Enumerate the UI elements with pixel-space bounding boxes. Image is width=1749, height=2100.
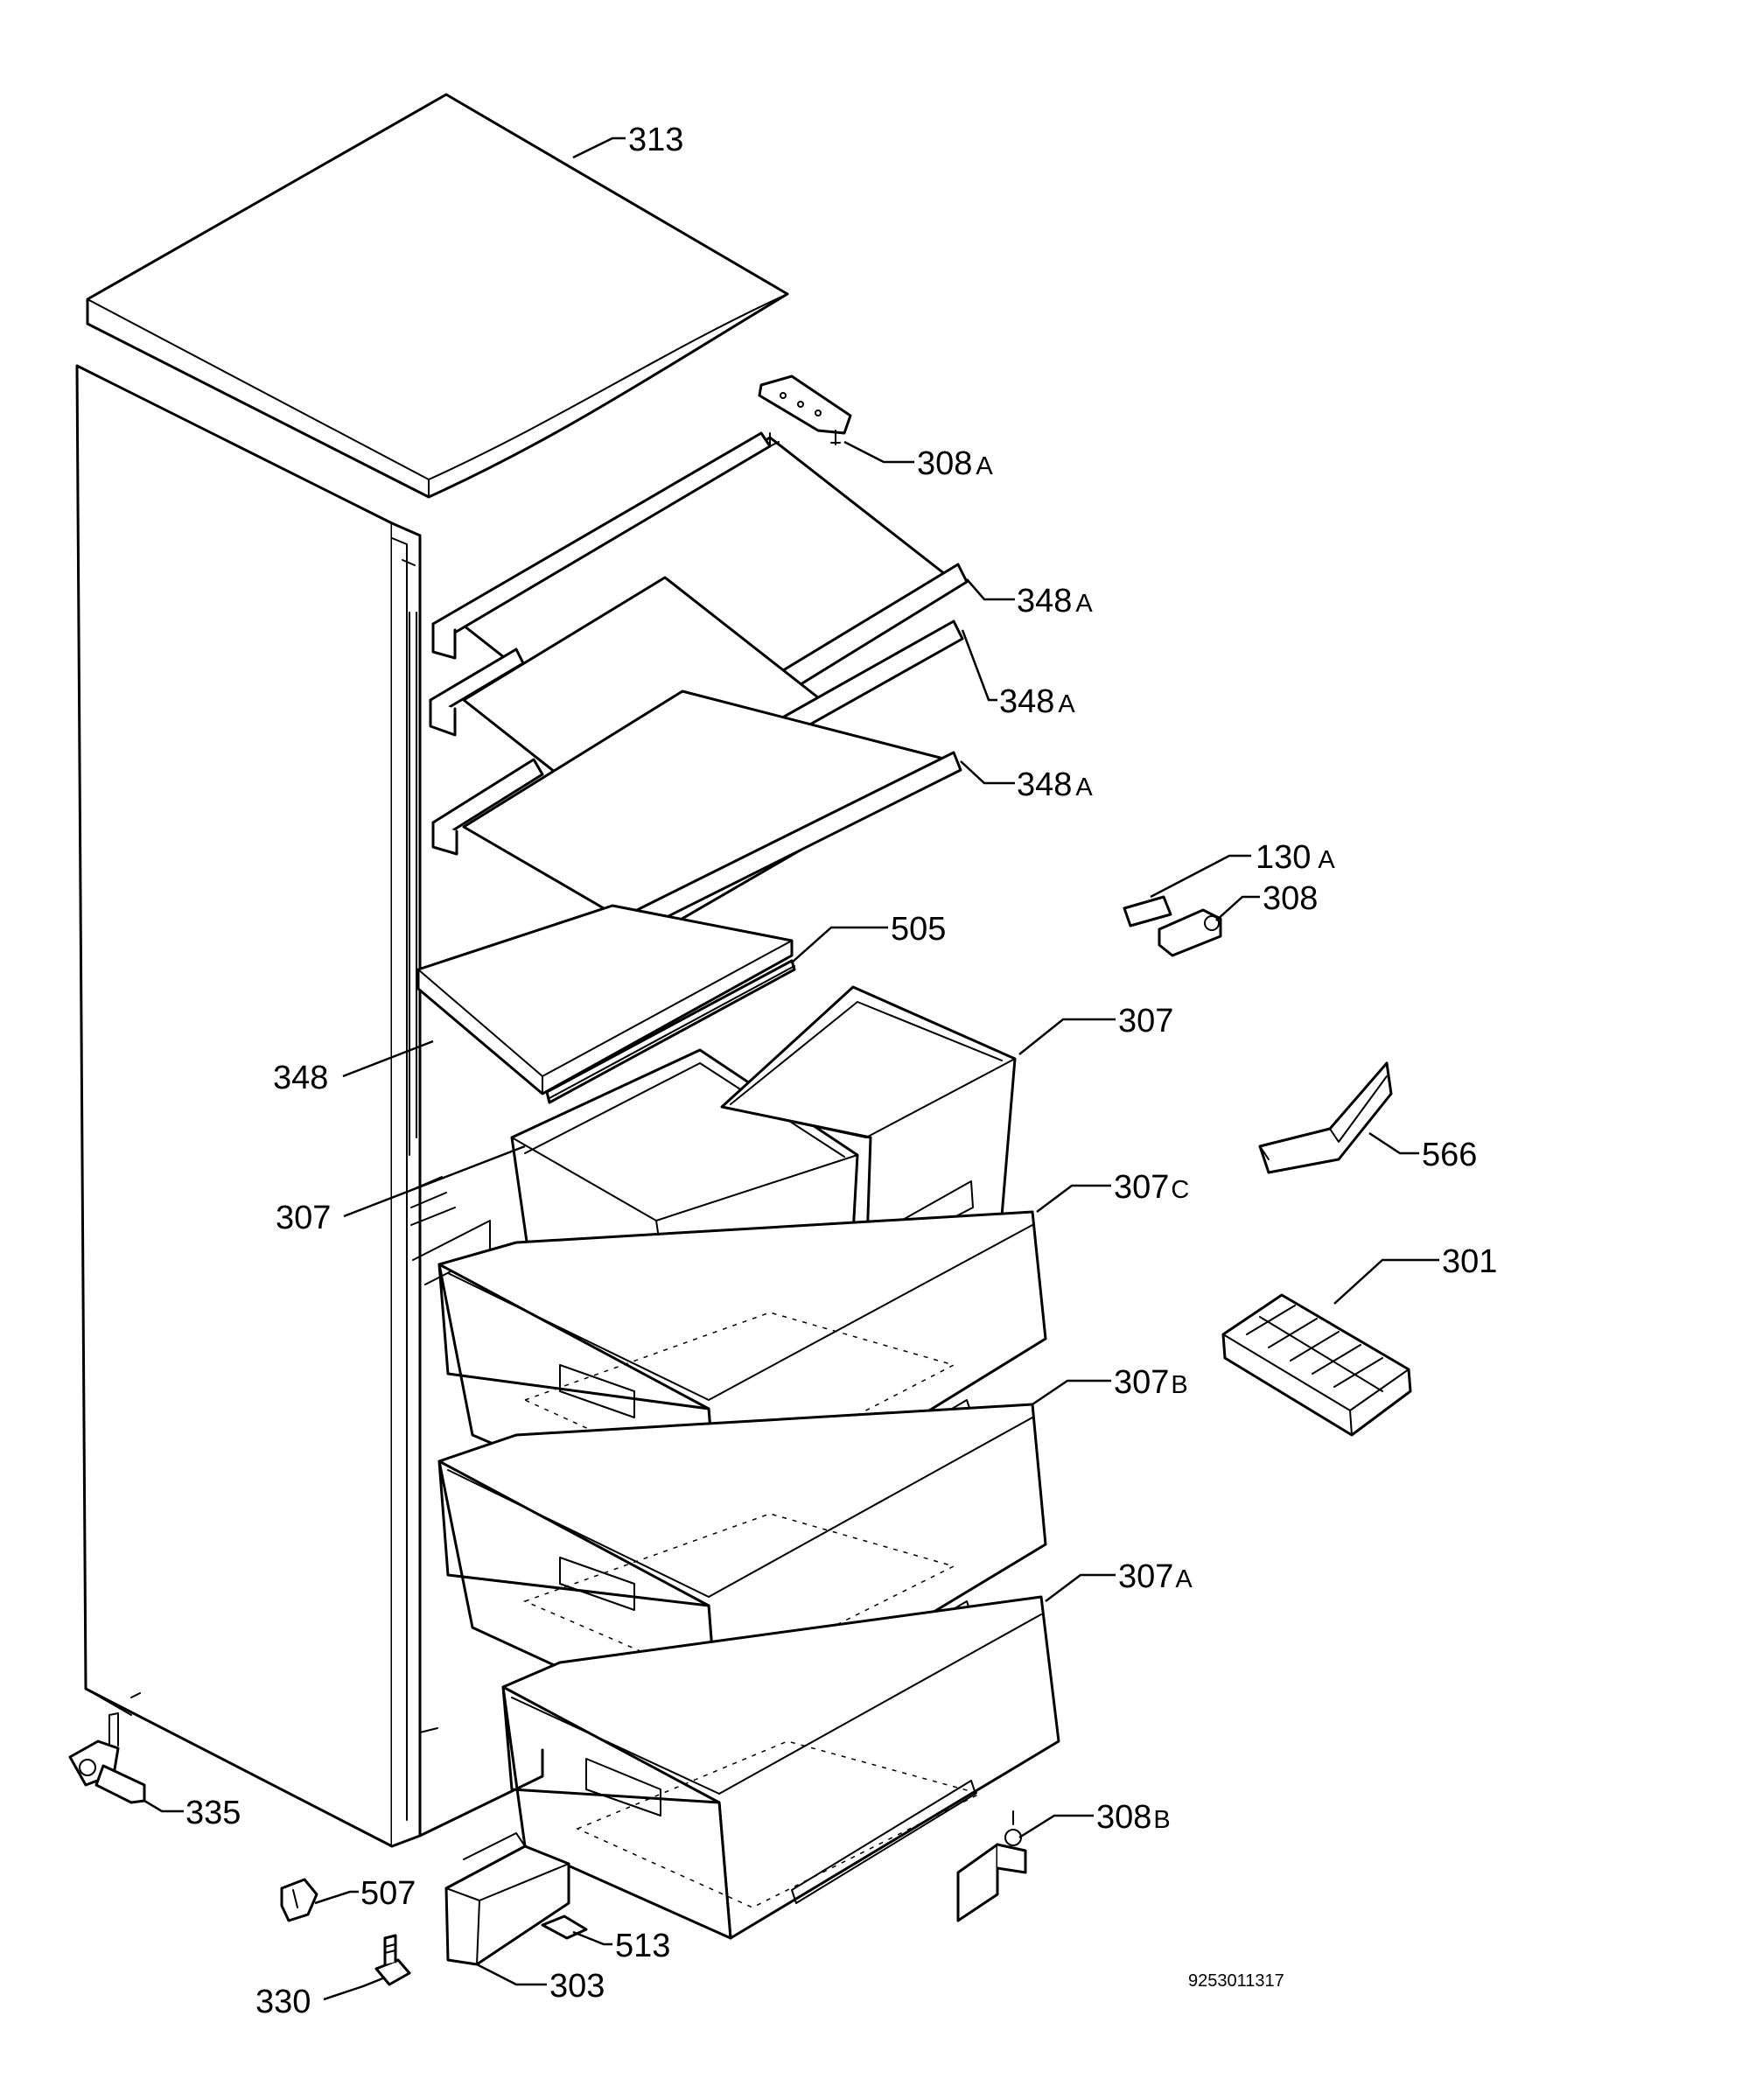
callout-307b: 307B xyxy=(1114,1364,1188,1401)
callout-505: 505 xyxy=(891,911,946,948)
callout-566: 566 xyxy=(1422,1137,1477,1173)
plinth-grille xyxy=(444,1832,570,1966)
callout-307a: 307A xyxy=(1118,1558,1193,1595)
callout-303: 303 xyxy=(549,1968,605,2005)
callout-307c: 307C xyxy=(1114,1169,1189,1206)
adjustable-foot xyxy=(374,1934,411,1986)
leader-lines xyxy=(143,136,1439,2001)
callout-313: 313 xyxy=(628,122,683,158)
plastic-clip xyxy=(280,1878,318,1922)
freezer-drawer-bottom xyxy=(501,1595,1060,1940)
callout-308b: 308B xyxy=(1096,1799,1171,1836)
callout-507: 507 xyxy=(360,1875,416,1912)
ice-cube-tray xyxy=(1221,1293,1412,1437)
callout-513: 513 xyxy=(615,1928,670,1964)
glass-front-trim xyxy=(545,959,796,1104)
lower-hinge xyxy=(956,1810,1027,1922)
callout-348: 348 xyxy=(273,1060,328,1096)
callout-330: 330 xyxy=(255,1984,311,2020)
callout-307-left: 307 xyxy=(276,1200,331,1236)
callout-335: 335 xyxy=(185,1795,241,1831)
spacer-block xyxy=(1123,895,1172,928)
middle-hinge xyxy=(1158,908,1222,957)
crisper-cover-glass xyxy=(416,904,794,1096)
document-number: 9253011317 xyxy=(1188,1971,1284,1991)
top-hinge xyxy=(758,374,852,445)
callout-301: 301 xyxy=(1442,1243,1497,1280)
foot-bracket xyxy=(68,1712,146,1804)
cabinet-body xyxy=(75,364,544,1848)
callout-308: 308 xyxy=(1263,880,1318,917)
ice-scraper xyxy=(1258,1061,1393,1174)
top-cover xyxy=(86,93,789,499)
callout-307-right: 307 xyxy=(1118,1003,1173,1040)
